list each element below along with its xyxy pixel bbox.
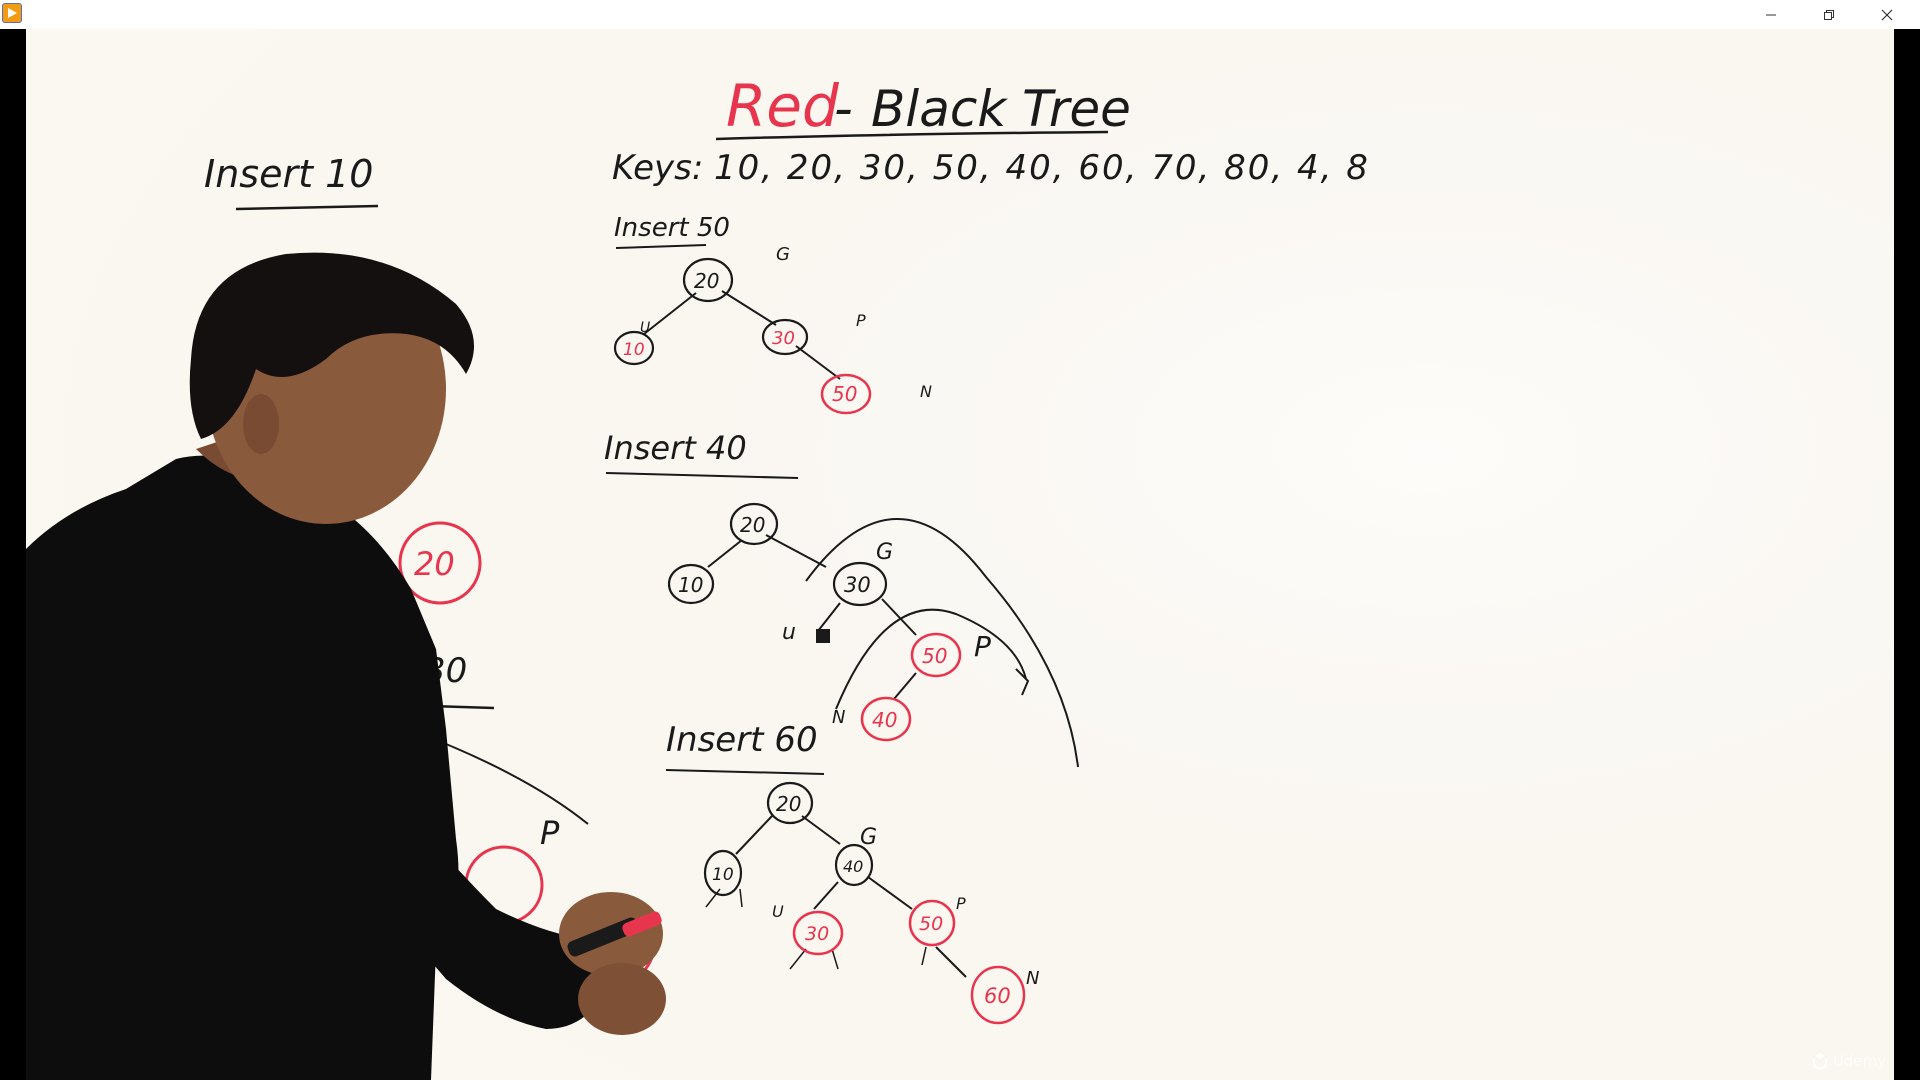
tree3-node-10 [703,849,743,897]
tree3-node-50-label: 50 [919,913,943,935]
tree2-node-30 [832,561,888,607]
tree3-node-10-label: 10 [712,865,734,885]
close-icon [1881,9,1893,20]
tree2-node-50-label: 50 [922,644,947,668]
tree2-arc-outer [805,518,1079,768]
tree2-node-40 [860,696,912,742]
tree2-label-u: u [782,620,796,645]
tree3-node-60-label: 60 [984,984,1011,1008]
tree2-label-g: G [876,540,893,565]
left-heading: Insert 10 [204,152,373,196]
tree1-node-10 [613,330,655,366]
tree1-node-30-label: 30 [772,328,795,349]
tree2-node-10 [667,563,715,605]
keys-label: Keys: [612,148,703,188]
tree2-node-30-label: 30 [844,573,871,597]
title-bar [0,0,1920,29]
tree3-label-p: P [956,894,966,913]
tree3-node-30 [792,910,844,956]
section1-heading: Insert 50 [614,213,730,243]
tree1-label-u: U [640,320,650,336]
tree2: 20 10 30 50 40 G u P N [667,502,1079,768]
tree3-label-n: N [1026,968,1039,989]
close-button[interactable] [1858,0,1916,29]
section2-heading: Insert 40 [604,429,747,467]
section3-underline [665,769,825,775]
tree2-node-50 [910,632,962,678]
tree1-label-p: P [856,311,866,330]
udemy-watermark: Udemy [1811,1052,1886,1070]
udemy-logo-icon [1812,1053,1828,1070]
section3-heading: Insert 60 [666,720,818,760]
tree3-label-u: U [772,902,784,921]
minimize-button[interactable] [1742,0,1800,29]
tree3-node-30-label: 30 [805,923,829,945]
section2-underline [605,472,799,479]
tree2-node-20 [729,502,779,546]
video-frame[interactable]: Red - Black Tree Keys: 10, 20, 30, 50, 4… [26,29,1894,1080]
tree2-label-n: N [832,707,845,728]
tree1-node-50-label: 50 [832,382,857,406]
tree2-node-10-label: 10 [678,573,703,597]
title-underline [715,130,1109,141]
tree3-node-40 [834,843,874,887]
tree1-node-20-label: 20 [694,269,719,293]
board-title-black: Black Tree [871,80,1131,138]
keys-values: 10, 20, 30, 50, 40, 60, 70, 80, 4, 8 [714,148,1370,188]
tree1-node-20 [682,257,734,303]
tree3-node-20-label: 20 [776,792,801,816]
tree2-arc-inner [835,608,1027,710]
tree1-label-n: N [920,382,932,401]
tree2-node-20-label: 20 [740,513,765,537]
presenter [26,252,666,1080]
tree3-label-g: G [860,825,877,850]
tree1-node-30 [761,318,809,356]
tree1-node-10-label: 10 [623,340,645,360]
whiteboard: Red - Black Tree Keys: 10, 20, 30, 50, 4… [26,29,1894,1080]
board-title-dash: - [834,79,853,139]
tree3-node-50 [908,899,956,947]
left-p-label: P [540,814,560,852]
left-node-20-label: 20 [414,545,455,583]
section1-underline [615,244,707,249]
tree3-node-20 [766,781,814,825]
tree2-nil-leaf [816,629,830,643]
left-node-20 [398,521,482,605]
minimize-icon [1766,14,1776,15]
tree1-node-50 [820,373,872,415]
restore-button[interactable] [1800,0,1858,29]
board-title-red: Red [726,72,840,140]
media-player-icon [2,3,22,23]
tree3-node-40-label: 40 [843,857,863,876]
udemy-watermark-text: Udemy [1832,1052,1886,1070]
tree1: 20 10 30 50 G U P N [613,244,932,415]
tree3: 20 10 40 30 50 60 G U P N [703,781,1039,1025]
tree1-label-g: G [776,244,790,265]
tree2-label-p: P [974,630,991,663]
left-heading-underline [235,204,379,211]
restore-icon [1824,9,1834,20]
tree3-node-60 [970,965,1026,1025]
tree2-node-40-label: 40 [872,708,897,732]
